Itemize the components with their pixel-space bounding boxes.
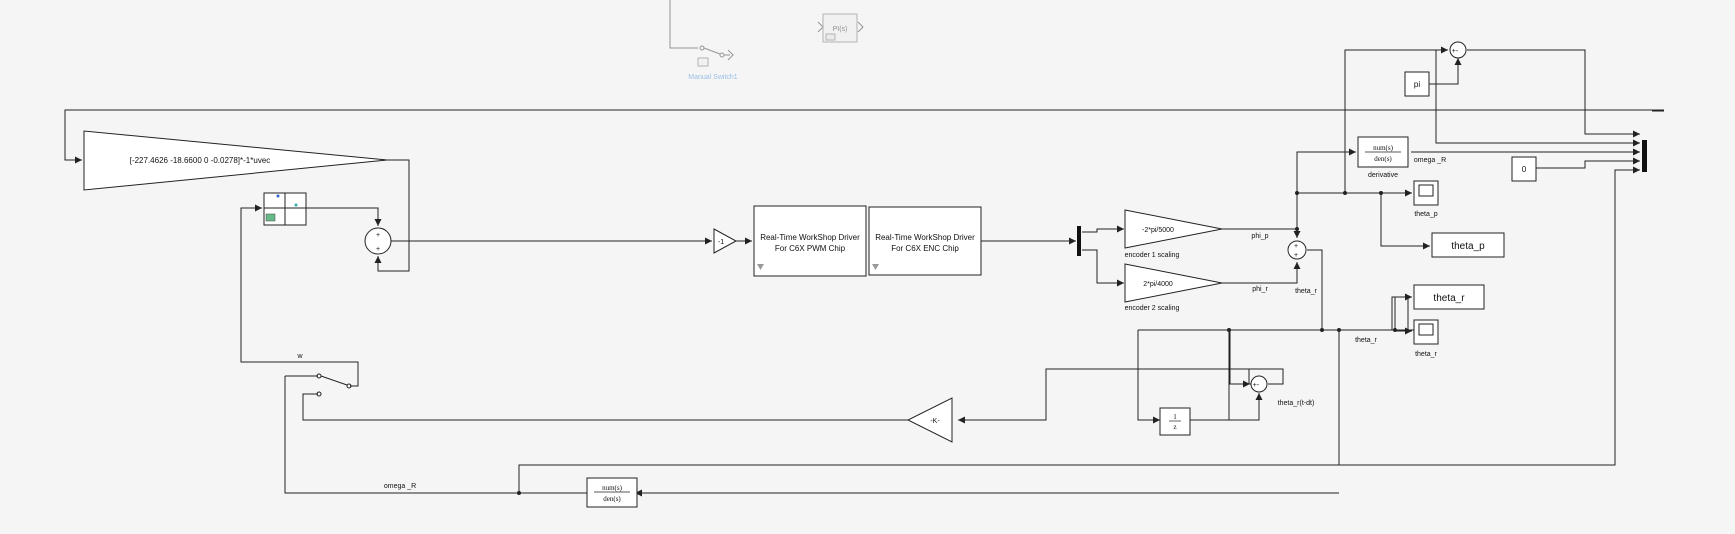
derivative-num: num(s) [1373,144,1394,152]
wire-junctions [517,191,1397,495]
down-arrow-icon [872,264,879,270]
manual-switch1-label: Manual Switch1 [688,74,738,81]
sum-block-main[interactable]: + + [364,227,392,255]
unit-delay-block[interactable]: 1 z [1159,407,1191,436]
demux-block[interactable] [1077,226,1081,256]
gain-K-block[interactable]: -K- [906,397,953,443]
pwm-driver-line1: Real-Time WorkShop Driver [760,233,860,242]
scope-theta-p-label: theta_p [1414,211,1437,218]
sum-theta-sign-top: + [1294,243,1298,250]
sum-main-sign-bottom: + [376,246,380,253]
signal-label-phi-p: phi_p [1251,233,1268,240]
encoder2-label: encoder 2 scaling [1125,305,1180,312]
encoder1-label: encoder 1 scaling [1125,252,1180,259]
signal-label-theta-r-delay: theta_r(t-dt) [1278,400,1315,407]
goto-theta-p-block[interactable]: theta_p [1431,232,1505,258]
signal-label-phi-r: phi_r [1252,286,1268,293]
encoder2-scaling-block[interactable]: 2*pi/4000 encoder 2 scaling [1124,263,1223,312]
enc-driver-line2: For C6X ENC Chip [891,244,959,253]
sum-block-top[interactable]: +- [1449,41,1467,59]
state-feedback-gain-block[interactable]: [-227.4626 -18.6600 0 -0.0278]*-1*uvec [83,130,388,191]
sum-block-theta[interactable]: + + [1287,240,1307,260]
manual-switch-block[interactable] [316,373,352,397]
signal-label-theta-r-a: theta_r [1295,288,1317,295]
manual-switch1[interactable] [697,45,734,67]
encoder1-gain: -2*pi/5000 [1142,227,1174,234]
goto-theta-p-label: theta_p [1451,241,1485,252]
goto-theta-r-label: theta_r [1433,293,1465,304]
derivative-tf-block[interactable]: num(s) den(s) derivative [1357,136,1409,179]
gain-K-label: -K- [930,418,940,425]
sum-diff-signs: +- [1253,382,1260,389]
constant-zero-label: 0 [1522,165,1527,174]
scope-theta-p-block[interactable]: theta_p [1413,180,1439,218]
selector-block[interactable] [263,192,307,226]
constant-pi-block[interactable]: pi [1404,71,1430,97]
sum-theta-sign-bottom: + [1294,252,1298,259]
constant-zero-block[interactable]: 0 [1511,156,1537,182]
pi-controller-block[interactable]: PI(s) [817,13,864,43]
enc-driver-line1: Real-Time WorkShop Driver [875,233,975,242]
signal-label-theta-r-b: theta_r [1355,337,1377,344]
tf-bottom-num: num(s) [602,484,623,492]
sum-block-diff[interactable]: +- [1250,375,1268,393]
pwm-driver-line2: For C6X PWM Chip [775,244,846,253]
signal-label-omega-r-top: omega _R [1414,157,1446,164]
encoder1-scaling-block[interactable]: -2*pi/5000 encoder 1 scaling [1124,209,1223,259]
derivative-label: derivative [1368,172,1398,179]
state-feedback-gain-label: [-227.4626 -18.6600 0 -0.0278]*-1*uvec [130,156,271,165]
tf-bottom-block[interactable]: num(s) den(s) [586,477,638,508]
down-arrow-icon [757,264,764,270]
disabled-blocks: Manual Switch1 PI(s) [669,0,864,81]
scope-theta-r-block[interactable]: theta_r [1413,319,1439,358]
goto-theta-r-block[interactable]: theta_r [1413,284,1485,310]
pi-controller-label: PI(s) [833,26,848,33]
derivative-den: den(s) [1374,155,1392,163]
scope-icon [1418,323,1434,336]
pwm-driver-block[interactable]: Real-Time WorkShop Driver For C6X PWM Ch… [753,205,867,277]
enc-driver-block[interactable]: Real-Time WorkShop Driver For C6X ENC Ch… [868,206,982,276]
scope-theta-r-label: theta_r [1415,351,1437,358]
scope-icon [1418,184,1434,197]
signal-label-w: w [296,353,303,360]
tf-bottom-den: den(s) [603,495,621,503]
mux-block[interactable] [1642,140,1647,172]
gain-neg1-label: -1 [718,239,724,246]
unit-delay-den: z [1173,423,1176,431]
encoder2-gain: 2*pi/4000 [1143,281,1173,288]
unit-delay-num: 1 [1173,413,1177,421]
sum-main-sign-top: + [376,232,380,239]
signal-label-omega-r-bottom: omega _R [384,483,416,490]
constant-pi-label: pi [1414,80,1420,89]
gain-neg1-block[interactable]: -1 [713,228,738,254]
sum-top-signs: +- [1452,48,1459,55]
